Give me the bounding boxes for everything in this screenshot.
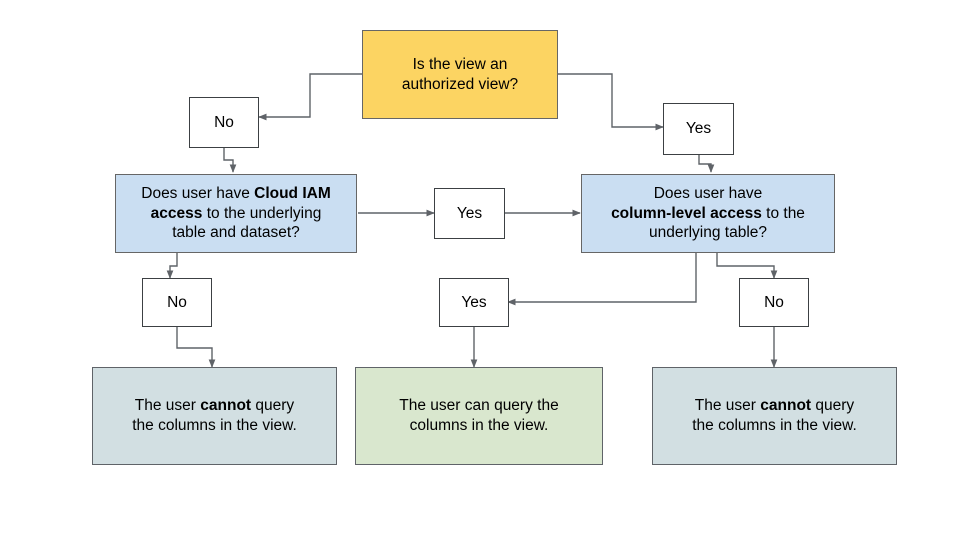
decision-column-level-access[interactable]: Does user have column-level access to the…	[581, 174, 835, 253]
cloud-iam-line2-post: to the underlying	[202, 204, 322, 222]
label-no-authorized-view-text: No	[214, 113, 234, 131]
result-right-line1-pre: The user	[694, 397, 761, 415]
result-cannot-query-left-label: The user cannot query the columns in the …	[132, 396, 297, 436]
cloud-iam-line1-bold: Cloud IAM	[254, 184, 331, 202]
result-cannot-query-left[interactable]: The user cannot query the columns in the …	[92, 367, 337, 465]
decision-is-authorized-view-label: Is the view an authorized view?	[401, 55, 519, 93]
result-cannot-query-right[interactable]: The user cannot query the columns in the …	[652, 367, 897, 465]
result-left-line2: the columns in the view.	[132, 417, 297, 434]
label-no-column-level[interactable]: No	[739, 278, 809, 327]
cloud-iam-line1-pre: Does user have	[141, 184, 255, 202]
decision-column-level-access-label: Does user have column-level access to the…	[611, 184, 805, 243]
label-no-authorized-view[interactable]: No	[189, 97, 259, 148]
edge-authorizedview-to-no	[258, 73, 362, 121]
cloud-iam-line3: table and dataset?	[172, 224, 300, 242]
decision-cloud-iam-access[interactable]: Does user have Cloud IAM access to the un…	[115, 174, 357, 253]
result-left-line1-post: query	[251, 397, 295, 415]
edge-columnlevel-to-yes	[507, 253, 697, 306]
label-no-cloud-iam-text: No	[167, 293, 187, 311]
column-level-line2-post: to the	[761, 204, 805, 222]
label-yes-column-level-text: Yes	[461, 293, 487, 311]
label-yes-authorized-view[interactable]: Yes	[663, 103, 734, 155]
label-yes-cloud-iam-text: Yes	[456, 204, 483, 222]
decision-cloud-iam-access-label: Does user have Cloud IAM access to the un…	[141, 184, 331, 243]
label-yes-column-level[interactable]: Yes	[439, 278, 509, 327]
result-right-line2: the columns in the view.	[692, 417, 857, 434]
result-cannot-query-right-label: The user cannot query the columns in the …	[692, 396, 857, 436]
label-no-cloud-iam[interactable]: No	[142, 278, 212, 327]
result-middle-line1: The user can query the	[399, 397, 559, 415]
edge-cloudiam-to-no	[166, 253, 178, 279]
edge-no-to-result-cannot-left	[176, 327, 216, 368]
result-can-query-middle[interactable]: The user can query the columns in the vie…	[355, 367, 603, 465]
column-level-line1: Does user have	[653, 184, 763, 202]
result-right-line1-bold: cannot	[760, 397, 812, 415]
edge-yes-to-columnlevel	[698, 155, 715, 173]
result-right-line1-post: query	[811, 397, 855, 415]
column-level-line2-bold: column-level access	[611, 204, 762, 222]
result-middle-line2: columns in the view.	[409, 417, 549, 434]
decision-is-authorized-view[interactable]: Is the view an authorized view?	[362, 30, 558, 119]
label-yes-cloud-iam[interactable]: Yes	[434, 188, 505, 239]
column-level-line3: underlying table?	[648, 224, 768, 242]
edge-no-to-cloudiam	[223, 148, 237, 173]
edge-authorizedview-to-yes	[558, 73, 664, 131]
edge-columnlevel-to-no	[716, 253, 778, 279]
label-yes-authorized-view-text: Yes	[685, 120, 712, 138]
result-left-line1-pre: The user	[134, 397, 201, 415]
result-left-line1-bold: cannot	[200, 397, 252, 415]
cloud-iam-line2-bold: access	[150, 204, 203, 222]
result-can-query-middle-label: The user can query the columns in the vie…	[399, 396, 558, 436]
label-no-column-level-text: No	[764, 293, 784, 311]
